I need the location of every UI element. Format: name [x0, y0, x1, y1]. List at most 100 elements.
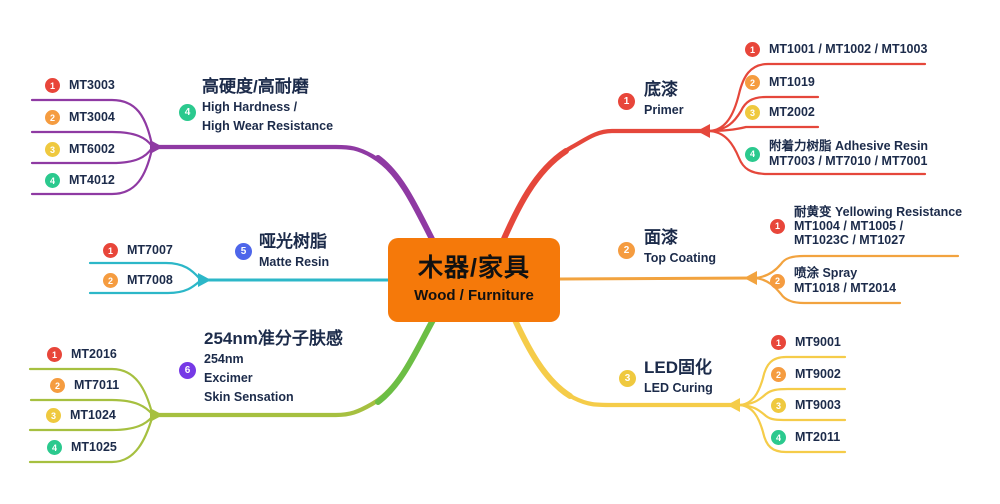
child-number-badge: 1 [770, 218, 785, 234]
child-line [706, 62, 927, 133]
child-topic: 4 MT1025 [47, 440, 117, 455]
branch-line-excimer-thick [375, 317, 436, 405]
child-number-badge: 2 [770, 273, 785, 289]
child-label: MT1025 [71, 440, 117, 454]
child-label: MT9002 [795, 367, 841, 381]
branch-title-en: High Wear Resistance [202, 119, 334, 133]
branch-title-zh: LED固化 [644, 358, 712, 377]
child-topic: 1 耐黄变 Yellowing Resistance MT1004 / MT10… [770, 205, 962, 247]
child-line [28, 415, 154, 432]
child-number-badge: 4 [45, 173, 60, 188]
child-label: MT1023C / MT1027 [794, 233, 906, 247]
branch-title-zh: 高硬度/高耐磨 [202, 77, 309, 96]
child-label: MT1018 / MT2014 [794, 281, 897, 295]
child-topic: 3 MT2002 [745, 105, 815, 120]
child-line [30, 98, 154, 147]
branch-title-en: Excimer [204, 371, 253, 385]
child-line [88, 261, 202, 281]
branch-title-en: LED Curing [644, 381, 713, 395]
child-number-badge: 3 [46, 408, 61, 423]
junction-arrow-excimer [150, 408, 163, 422]
branch-title-en: Matte Resin [259, 255, 330, 269]
child-line [88, 279, 202, 295]
branch-title-en: Top Coating [644, 251, 716, 265]
child-label: MT7011 [74, 378, 120, 392]
branch-number-badge-led: 3 [619, 370, 636, 387]
junction-arrow-hardness [150, 140, 163, 154]
child-label: MT7007 [127, 243, 173, 257]
branch-title-en: High Hardness / [202, 100, 298, 114]
child-number-badge: 3 [745, 105, 760, 120]
child-topic: 1 MT2016 [47, 347, 117, 362]
child-label: MT3004 [69, 110, 115, 124]
child-topic: 3 MT6002 [45, 142, 115, 157]
child-number-badge: 4 [745, 146, 760, 162]
child-line [753, 254, 960, 280]
child-label: MT1019 [769, 75, 815, 89]
child-line [28, 367, 154, 415]
child-label: MT1004 / MT1005 / [794, 219, 904, 233]
junction-arrow-topcoating [744, 271, 757, 285]
child-label: MT7008 [127, 273, 173, 287]
branch-topic-excimer: 254nm准分子肤感 254nm Excimer Skin Sensation [204, 328, 343, 407]
child-number-badge: 2 [745, 75, 760, 90]
child-topic: 2 喷涂 Spray MT1018 / MT2014 [770, 266, 896, 296]
branch-line-topcoating [558, 276, 757, 281]
child-label: MT6002 [69, 142, 115, 156]
child-topic: 1 MT3003 [45, 78, 115, 93]
child-topic: 1 MT9001 [771, 335, 841, 350]
branch-number-badge-topcoating: 2 [618, 242, 635, 259]
child-label: MT3003 [69, 78, 115, 92]
central-topic-title-zh: 木器/家具 [418, 254, 530, 282]
child-line [706, 129, 927, 176]
child-label: 喷涂 Spray [794, 266, 858, 280]
central-topic: 木器/家具 Wood / Furniture [388, 238, 560, 322]
branch-title-en: Skin Sensation [204, 390, 294, 404]
central-topic-title-en: Wood / Furniture [414, 287, 534, 304]
branch-title-zh: 面漆 [644, 228, 678, 247]
child-topic: 4 MT2011 [771, 430, 840, 445]
branch-title-zh: 底漆 [644, 80, 678, 99]
branch-number-badge-matte: 5 [235, 243, 252, 260]
child-number-badge: 1 [47, 347, 62, 362]
child-label: MT4012 [69, 173, 115, 187]
branch-topic-led: LED固化 LED Curing [644, 357, 713, 398]
child-topic: 3 MT1024 [46, 408, 116, 423]
child-topic: 1 MT7007 [103, 243, 173, 258]
branch-line-led-thick [512, 317, 573, 399]
child-line [30, 146, 154, 165]
child-label: 附着力树脂 Adhesive Resin [769, 139, 929, 153]
child-topic: 1 MT1001 / MT1002 / MT1003 [745, 42, 927, 57]
branch-line-hardness [149, 144, 436, 244]
child-label: MT9003 [795, 398, 841, 412]
child-number-badge: 2 [771, 367, 786, 382]
child-topic: 4 附着力树脂 Adhesive Resin MT7003 / MT7010 /… [745, 139, 928, 169]
child-number-badge: 1 [771, 335, 786, 350]
child-number-badge: 2 [45, 110, 60, 125]
child-line [753, 276, 902, 305]
branch-number-badge-hardness: 4 [179, 104, 196, 121]
child-line [736, 403, 847, 422]
child-line [29, 398, 154, 416]
child-number-badge: 2 [103, 273, 118, 288]
branch-line-primer-thick [500, 148, 569, 244]
child-line [28, 416, 154, 464]
branch-title-zh: 254nm准分子肤感 [204, 329, 343, 348]
child-topic: 2 MT7008 [103, 273, 173, 288]
child-number-badge: 1 [103, 243, 118, 258]
child-topic: 4 MT4012 [45, 173, 115, 188]
child-label: MT1024 [70, 408, 116, 422]
child-topic: 2 MT3004 [45, 110, 115, 125]
junction-arrow-led [727, 398, 740, 412]
child-label: MT2016 [71, 347, 117, 361]
branch-number-badge-primer: 1 [618, 93, 635, 110]
child-number-badge: 3 [771, 398, 786, 413]
branch-topic-topcoating: 面漆 Top Coating [644, 227, 716, 268]
child-topic: 2 MT1019 [745, 75, 815, 90]
branch-topic-primer: 底漆 Primer [644, 79, 684, 120]
branch-number-badge-excimer: 6 [179, 362, 196, 379]
branch-topic-hardness: 高硬度/高耐磨 High Hardness / High Wear Resist… [202, 76, 333, 136]
junction-arrow-primer [697, 124, 710, 138]
child-line [736, 403, 847, 454]
